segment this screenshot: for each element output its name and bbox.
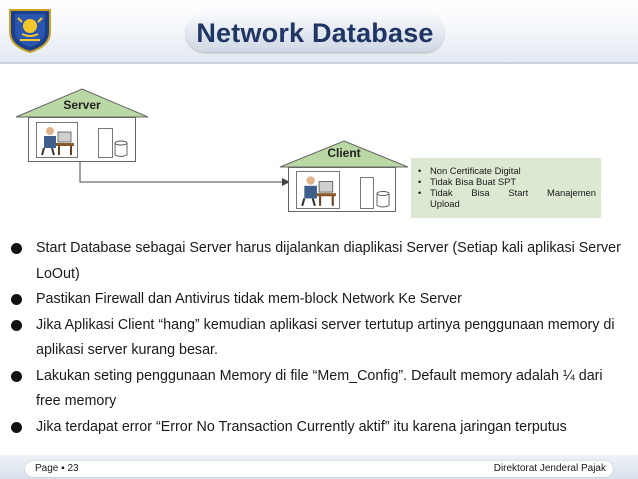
note-bullet: • <box>418 176 422 187</box>
emblem-logo-icon <box>9 9 51 54</box>
bullet-dot-icon <box>11 319 22 331</box>
note-bullet: • <box>418 187 422 198</box>
client-note-item: • Tidak Bisa Buat SPT <box>418 176 596 187</box>
bullet-text: Pastikan Firewall dan Antivirus tidak me… <box>36 291 462 307</box>
bullet-item: Jika Aplikasi Client “hang” kemudian apl… <box>10 313 630 364</box>
client-note-item-continued: Upload <box>418 198 596 209</box>
client-note-item: • Non Certificate Digital <box>418 165 596 176</box>
title-pill <box>186 14 444 52</box>
bullet-text: Jika Aplikasi Client “hang” kemudian apl… <box>36 316 615 359</box>
client-tower-box <box>360 177 374 209</box>
page-number: Page ▪ 23 <box>35 463 79 474</box>
bullet-text: Lakukan seting penggunaan Memory di file… <box>36 367 603 410</box>
footer-organization: Direktorat Jenderal Pajak <box>493 463 606 474</box>
bullet-text: Jika terdapat error “Error No Transactio… <box>36 418 567 435</box>
server-label: Server <box>63 98 101 112</box>
client-notes-box <box>411 158 601 218</box>
page-title: Network Database <box>196 18 434 48</box>
bullet-dot-icon <box>11 370 22 382</box>
bullet-dot-icon <box>11 294 22 305</box>
server-database-icon <box>114 140 128 157</box>
client-label: Client <box>327 146 361 160</box>
main-bullet-list: Start Database sebagai Server harus dija… <box>10 236 630 440</box>
client-operator-icon <box>301 176 336 207</box>
client-note-text: Tidak Bisa Buat SPT <box>430 176 517 187</box>
header-divider <box>0 62 638 64</box>
client-note-text: Non Certificate Digital <box>430 165 521 176</box>
footer-pill <box>25 461 613 477</box>
bullet-dot-icon <box>11 243 22 254</box>
bullet-item: Pastikan Firewall dan Antivirus tidak me… <box>10 287 630 313</box>
note-bullet: • <box>418 165 422 176</box>
bullet-item: Start Database sebagai Server harus dija… <box>10 236 630 287</box>
bullet-item: Lakukan seting penggunaan Memory di file… <box>10 364 630 415</box>
bullet-dot-icon <box>11 421 22 433</box>
client-note-text: Upload <box>430 198 460 209</box>
client-database-icon <box>376 191 390 208</box>
server-tower-box <box>98 128 113 158</box>
client-note-text: Tidak Bisa Start Manajemen <box>430 187 596 198</box>
bullet-text: Start Database sebagai Server harus dija… <box>36 240 621 282</box>
server-operator-icon <box>41 127 74 156</box>
client-notes-list: • Non Certificate Digital • Tidak Bisa Bua… <box>418 165 596 209</box>
bullet-item: Jika terdapat error “Error No Transactio… <box>10 415 630 441</box>
client-note-item: • Tidak Bisa Start Manajemen <box>418 187 596 198</box>
